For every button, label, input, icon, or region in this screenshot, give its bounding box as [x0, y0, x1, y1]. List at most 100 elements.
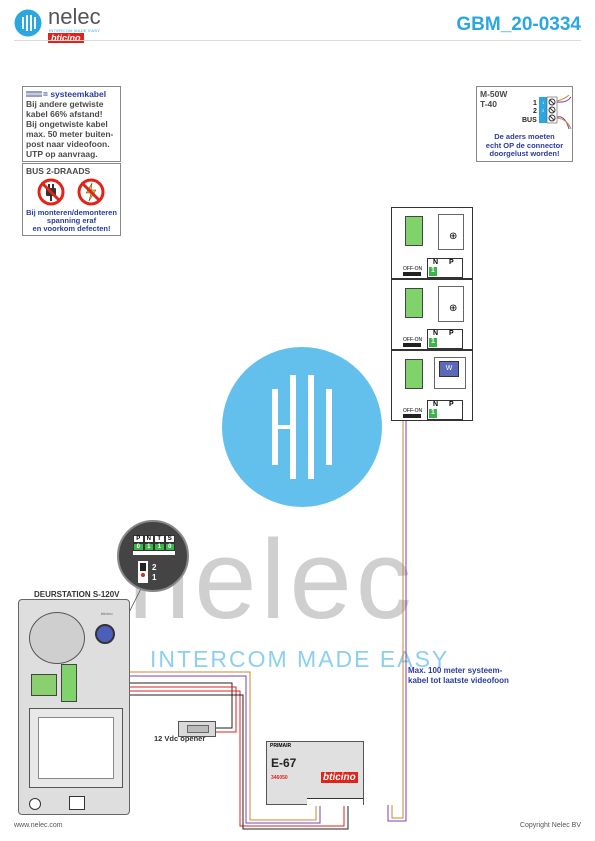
speaker-grille	[29, 612, 85, 664]
crosshair-icon: ⊕	[449, 303, 458, 314]
cable-legend-label: = systeemkabel	[43, 89, 107, 99]
brand-tagline: INTERCOM MADE EASY	[49, 28, 101, 33]
np-table: N P 1	[427, 258, 463, 278]
p-label: P	[449, 401, 454, 408]
partner-logo: bticino	[48, 33, 84, 43]
notice-cable-box: = systeemkabel Bij andere getwiste kabel…	[22, 86, 121, 162]
bus-warning-line: Bij monteren/demonteren	[26, 208, 117, 217]
config-value: 0	[133, 543, 144, 551]
opener-wire-black	[70, 682, 233, 729]
connector-note-line: De aders moeten	[494, 132, 555, 141]
nelec-logo-icon	[14, 9, 42, 37]
terminal-label: 2	[533, 108, 537, 115]
max-distance-line: Max. 100 meter systeem-	[408, 666, 503, 675]
n-value: 1	[429, 267, 437, 276]
watermark-tagline: INTERCOM MADE EASY	[150, 646, 450, 672]
brand-name: nelec	[48, 4, 101, 29]
p-label: P	[449, 259, 454, 266]
camera-lens	[95, 624, 115, 644]
dip-label: OFF-ON	[403, 337, 423, 343]
door-wire-purple	[70, 675, 321, 824]
config-header: S	[164, 535, 175, 543]
monitor-terminal	[405, 359, 423, 389]
door-station-brand: bticino	[101, 611, 113, 616]
bus-warning-line: spanning eraf	[46, 216, 97, 225]
power-wire-red	[70, 690, 345, 827]
power-supply: PRIMAIR E-67 346050 bticino	[266, 741, 364, 806]
bottom-button	[69, 796, 85, 810]
bus-warning: Bij monteren/demonteren spanning eraf en…	[23, 209, 120, 233]
no-voltage-icon	[77, 178, 105, 206]
dip-label: OFF-ON	[403, 266, 423, 272]
bus-warning-line: en voorkom defecten!	[32, 224, 111, 233]
terminal-block-icon: 1 2	[539, 95, 572, 129]
terminal-strip	[61, 664, 77, 702]
power-wire-black	[70, 694, 349, 830]
connector-box: M-50W T-40 1 2 BUS 1 2 De aders moeten e…	[476, 86, 573, 162]
cable-line: kabel 66% afstand!	[26, 109, 103, 119]
monitor-terminal	[405, 288, 423, 318]
monitor-plate	[434, 357, 466, 389]
switch-label: 1	[152, 573, 157, 582]
door-station: bticino	[18, 599, 130, 815]
config-header: N	[143, 535, 154, 543]
max-distance-note: Max. 100 meter systeem- kabel tot laatst…	[408, 666, 509, 686]
monitor-plate	[438, 214, 464, 250]
crosshair-icon: ⊕	[449, 231, 458, 242]
dip-switch	[403, 414, 421, 418]
connector-note-line: doorgelust worden!	[489, 149, 560, 158]
monitor-terminal	[405, 216, 423, 246]
door-wire-orange	[70, 671, 317, 821]
config-value: 1	[143, 543, 154, 551]
no-plug-icon	[37, 178, 65, 206]
opener-wire-red	[70, 686, 237, 733]
footer-copyright: Copyright Nelec BV	[519, 822, 581, 829]
connector-model: M-50W	[480, 89, 508, 99]
config-header: P	[133, 535, 144, 543]
dip-switch	[403, 343, 421, 347]
np-table: N P 1	[427, 329, 463, 349]
config-value: 0	[164, 543, 175, 551]
np-table: N P 1	[427, 400, 463, 420]
config-value: 1	[154, 543, 165, 551]
n-label: N	[433, 401, 439, 408]
monitor-unit: W OFF-ON N P 1	[391, 350, 473, 421]
connector-model: T-40	[480, 99, 498, 109]
n-value: 1	[429, 338, 437, 347]
monitor-plate	[438, 286, 464, 322]
call-button	[29, 798, 41, 810]
p-label: P	[449, 330, 454, 337]
config-callout: P N T S 0 1 1 0 2 1	[117, 520, 189, 592]
cable-line: Bij ongetwiste kabel	[26, 119, 108, 129]
door-station-title: DEURSTATION S-120V	[34, 590, 120, 599]
name-card-frame	[29, 708, 123, 788]
cable-line: max. 50 meter buiten-	[26, 129, 114, 139]
watermark-bars-icon	[272, 375, 332, 479]
cable-line: UTP op aanvraag.	[26, 149, 98, 159]
config-table: P N T S 0 1 1 0	[133, 535, 175, 555]
cable-line: Bij andere getwiste	[26, 99, 104, 109]
monitor-stack: ⊕ OFF-ON N P 1 ⊕ OFF-ON N P 1 W OFF-ON N…	[391, 207, 473, 421]
terminal-label: 1	[533, 100, 537, 107]
monitor-unit: ⊕ OFF-ON N P 1	[391, 279, 473, 350]
bus-title: BUS 2-DRAADS	[26, 166, 91, 176]
doc-code: GBM_20-0334	[456, 14, 581, 35]
screen-icon: W	[439, 361, 459, 377]
psu-model: E-67	[271, 756, 297, 770]
cable-legend-icon	[26, 91, 42, 97]
watermark-circle	[222, 347, 382, 507]
cable-line: post naar videofoon.	[26, 139, 110, 149]
psu-brand: bticino	[321, 772, 358, 783]
dip-switch	[403, 272, 421, 276]
header-divider	[14, 40, 581, 41]
opener-label: 12 Vdc opener	[154, 734, 206, 743]
footer-website[interactable]: www.nelec.com	[14, 822, 63, 829]
terminal-label: BUS	[522, 117, 537, 124]
connector-note: De aders moeten echt OP de connector doo…	[477, 132, 572, 159]
monitor-unit: ⊕ OFF-ON N P 1	[391, 207, 473, 279]
switch-label: 2	[152, 563, 157, 572]
connector-note-line: echt OP de connector	[485, 140, 564, 150]
config-header: T	[154, 535, 165, 543]
door-opener	[178, 721, 216, 737]
notice-bus-box: BUS 2-DRAADS Bij monteren/demonteren spa…	[22, 163, 121, 236]
